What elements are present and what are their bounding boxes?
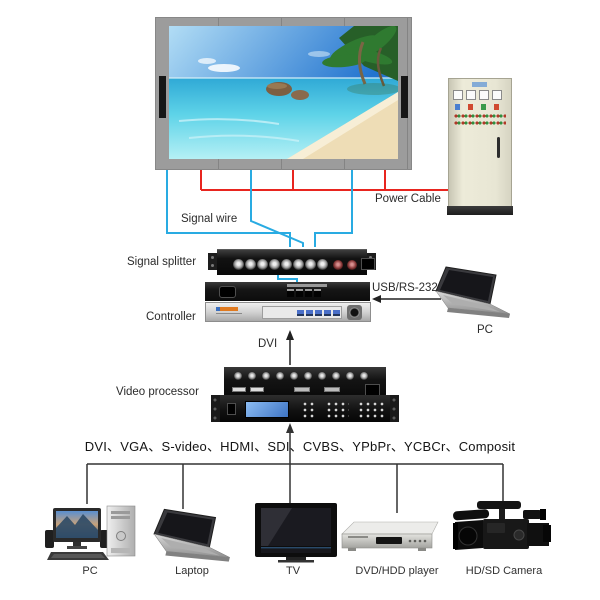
- bnc-connector-icon: [290, 372, 298, 380]
- device-label-laptop: Laptop: [175, 565, 209, 577]
- bnc-connector-icon: [257, 259, 268, 270]
- power-inlet-icon: [361, 258, 375, 270]
- signal-splitter-device: [208, 246, 376, 276]
- cabinet-base: [447, 206, 513, 215]
- bnc-connector-icon: [234, 372, 242, 380]
- bnc-connector-icon: [245, 259, 256, 270]
- bnc-connector-icon: [293, 259, 304, 270]
- power-switch-icon: [227, 403, 236, 415]
- bnc-connector-icon: [269, 259, 280, 270]
- controller-rear-device: [205, 282, 370, 301]
- sources-arrowhead-icon: [286, 423, 294, 433]
- button-group: [359, 402, 385, 419]
- bnc-connector-icon: [347, 260, 357, 270]
- cabinet-indicator-lights: [455, 104, 499, 110]
- signal-splitter-label: Signal splitter: [127, 256, 197, 268]
- controller-brand-tagline: [216, 313, 242, 314]
- cabinet-buttons-row2: [454, 120, 506, 126]
- cabinet-meters: [453, 90, 507, 100]
- bnc-connector-icon: [262, 372, 270, 380]
- port-label-strip: [287, 284, 327, 287]
- video-processor-rear-device: [224, 367, 386, 398]
- power-cabinet: [447, 78, 513, 215]
- rack-ear: [211, 395, 220, 422]
- screen-right-speaker-bar: [401, 76, 408, 118]
- control-pc-label: PC: [477, 324, 493, 336]
- bnc-connector-icon: [332, 372, 340, 380]
- cabinet-nameplate: [472, 82, 487, 87]
- bnc-connector-icon: [248, 372, 256, 380]
- pc-laptop-icon: [432, 266, 518, 320]
- usb-rs232-label: USB/RS-232: [372, 282, 438, 294]
- controller-label: Controller: [146, 311, 196, 323]
- cabinet-buttons-row1: [454, 113, 506, 119]
- rack-ear: [208, 253, 218, 270]
- device-label-tv: TV: [285, 565, 301, 577]
- device-label-dvd: DVD/HDD player: [355, 565, 439, 577]
- power-cable-label: Power Cable: [375, 193, 441, 205]
- bnc-connector-icon: [276, 372, 284, 380]
- bnc-connector-icon: [333, 260, 343, 270]
- vga-port-icon: [294, 387, 310, 392]
- cabinet-door-handle: [497, 137, 500, 158]
- lcd-screen-icon: [245, 401, 289, 418]
- led-display-wall: [155, 17, 412, 170]
- bnc-connector-icon: [281, 259, 292, 270]
- controller-round-connector-icon: [347, 305, 362, 320]
- bnc-connector-icon: [305, 259, 316, 270]
- bnc-connector-icon: [318, 372, 326, 380]
- usb-arrowhead-icon: [372, 295, 381, 303]
- button-group: [303, 402, 317, 419]
- device-label-pc: PC: [82, 565, 98, 577]
- bnc-connector-icon: [360, 372, 368, 380]
- power-inlet-icon: [219, 286, 236, 298]
- signal-wire-label: Signal wire: [181, 213, 238, 225]
- laptop-icon: [150, 506, 238, 566]
- dvi-label: DVI: [258, 338, 278, 350]
- bnc-connector-icon: [317, 259, 328, 270]
- source-formats-label: DVI、VGA、S-video、HDMI、SDI、CVBS、YPbPr、YCBC…: [84, 439, 516, 454]
- splitter-chassis: [217, 249, 375, 275]
- ethernet-ports-icon: [287, 289, 321, 297]
- video-camera-icon: [453, 493, 553, 567]
- beach-image: [169, 26, 398, 159]
- signal-wires: [166, 167, 353, 247]
- dvi-arrowhead-icon: [286, 330, 294, 340]
- device-label-camera: HD/SD Camera: [465, 565, 543, 577]
- screen-left-speaker-bar: [159, 76, 166, 118]
- dvi-port-icon: [250, 387, 264, 392]
- desktop-pc-icon: [43, 500, 139, 564]
- bnc-connector-icon: [304, 372, 312, 380]
- controller-front-device: [205, 302, 371, 322]
- controller-brand-logo: [216, 307, 238, 311]
- rack-ear: [390, 395, 399, 422]
- dvi-port-icon: [232, 387, 246, 392]
- tv-icon: [252, 501, 340, 565]
- bnc-connector-icon: [233, 259, 244, 270]
- power-cable-wires: [200, 167, 448, 191]
- controller-port-panel: [262, 306, 342, 319]
- video-processor-label: Video processor: [116, 386, 199, 398]
- bnc-connector-icon: [346, 372, 354, 380]
- vga-port-icon: [324, 387, 340, 392]
- button-group: [327, 402, 349, 419]
- video-processor-front-device: [211, 395, 399, 422]
- dvd-player-icon: [340, 510, 444, 558]
